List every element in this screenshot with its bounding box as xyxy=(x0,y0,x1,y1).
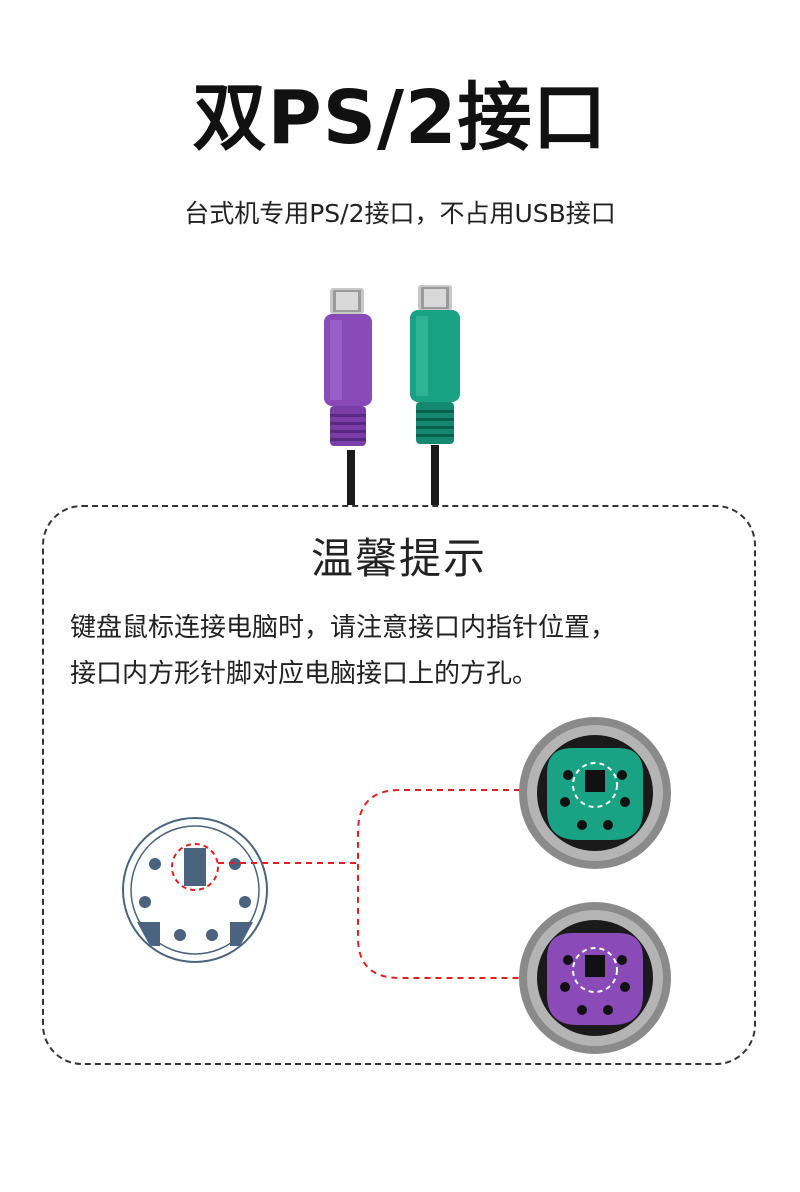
tip-box: 温馨提示 键盘鼠标连接电脑时，请注意接口内指针位置， 接口内方形针脚对应电脑接口… xyxy=(42,505,756,1065)
page-title: 双PS/2接口 xyxy=(192,75,608,161)
ps2-cables-illustration xyxy=(324,285,460,530)
tip-line-1: 键盘鼠标连接电脑时，请注意接口内指针位置， xyxy=(70,613,617,643)
purple-keyboard-plug-icon xyxy=(324,288,372,530)
tip-text: 键盘鼠标连接电脑时，请注意接口内指针位置， 接口内方形针脚对应电脑接口上的方孔。 xyxy=(70,605,740,697)
tip-line-2: 接口内方形针脚对应电脑接口上的方孔。 xyxy=(70,659,539,689)
green-mouse-plug-icon xyxy=(410,285,460,530)
page-subtitle: 台式机专用PS/2接口，不占用USB接口 xyxy=(184,199,616,228)
tip-title: 温馨提示 xyxy=(310,534,487,583)
